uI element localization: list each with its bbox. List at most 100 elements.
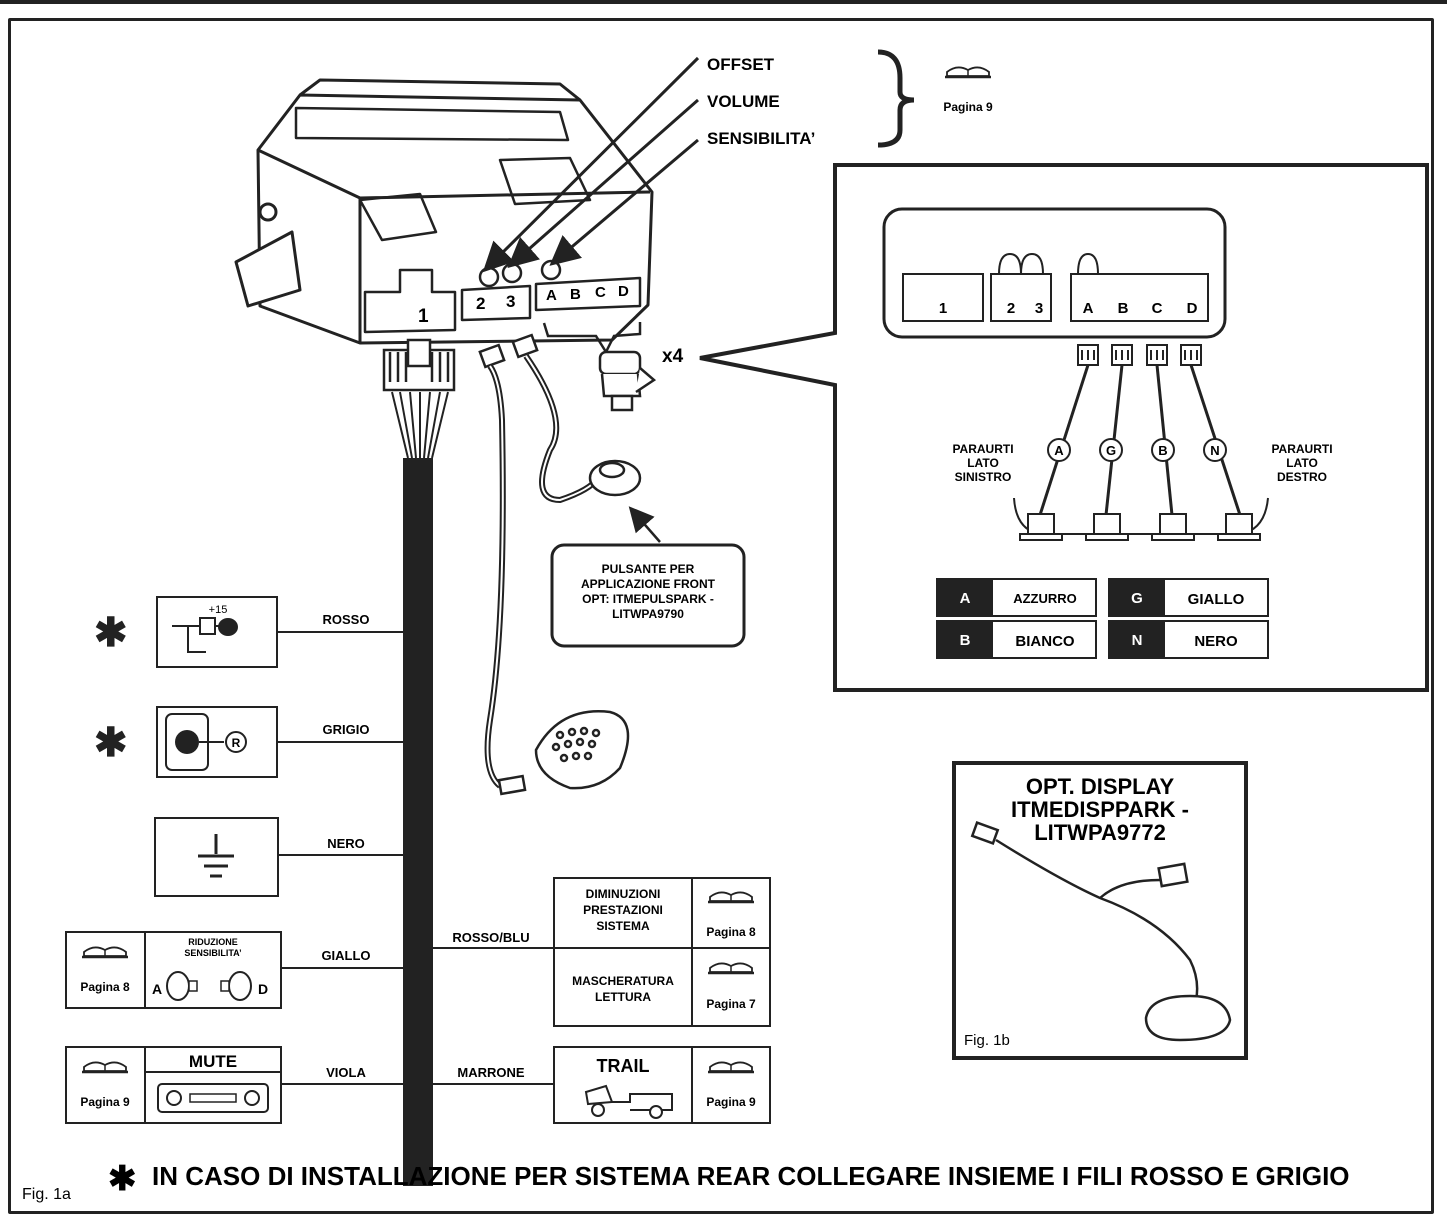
bumper-right-3: DESTRO: [1277, 470, 1327, 484]
bumper-left-1: PARAURTI: [952, 442, 1013, 456]
bumper-left-3: SINISTRO: [955, 470, 1012, 484]
top-rule: [0, 0, 1447, 4]
wire-letter-b: B: [1158, 443, 1167, 458]
bumper-right-1: PARAURTI: [1271, 442, 1332, 456]
mute-box: Pagina 9 MUTE: [65, 1046, 282, 1124]
buzzer-icon: [497, 710, 630, 796]
mute-title: MUTE: [189, 1052, 237, 1071]
brace-icon: [877, 49, 915, 148]
sensor-icon: [598, 350, 657, 412]
legend-code-b: B: [960, 632, 971, 649]
wire-rosso-blu: ROSSO/BLU: [452, 930, 529, 945]
riduzione-box: Pagina 8 RIDUZIONE SENSIBILITA’ A D: [65, 931, 282, 1009]
wire-letter-a: A: [1054, 443, 1064, 458]
wire-giallo: GIALLO: [321, 948, 370, 963]
fig-1a-label: Fig. 1a: [22, 1186, 71, 1203]
wire-viola: VIOLA: [326, 1065, 366, 1080]
button-cable: [523, 354, 601, 504]
front-button-icon: [588, 459, 642, 497]
key-icon: [218, 618, 238, 636]
sensor-wiring: [1013, 344, 1269, 541]
offset-label: OFFSET: [707, 55, 775, 74]
reverse-box: R: [156, 706, 278, 778]
mascheratura-2: LETTURA: [595, 990, 651, 1004]
footer-asterisk: ✱: [108, 1160, 137, 1198]
harness-connector: [382, 338, 456, 459]
display-title-1: OPT. DISPLAY: [1026, 774, 1175, 799]
legend-code-a: A: [960, 590, 971, 607]
button-arrow: [628, 506, 661, 543]
display-title-2: ITMEDISPPARK -: [1011, 797, 1189, 822]
mascheratura-1: MASCHERATURA: [572, 974, 674, 988]
unit-port-d: D: [618, 283, 629, 300]
asterisk-2: ✱: [94, 721, 128, 765]
bumper-left-2: LATO: [967, 456, 999, 470]
wire-grigio: GRIGIO: [323, 722, 370, 737]
bumper-right-2: LATO: [1286, 456, 1318, 470]
diminuzioni-box: DIMINUZIONI PRESTAZIONI SISTEMA Pagina 8…: [553, 877, 771, 1027]
diminuzioni-1: DIMINUZIONI: [586, 887, 661, 901]
trail-title: TRAIL: [597, 1056, 650, 1076]
sensor-qty: x4: [662, 346, 684, 367]
ignition-label: +15: [209, 604, 228, 616]
footer-note: IN CASO DI INSTALLAZIONE PER SISTEMA REA…: [152, 1161, 1350, 1191]
unit-port-1: 1: [418, 306, 429, 327]
wire-letter-g: G: [1106, 443, 1116, 458]
legend-code-n: N: [1132, 632, 1143, 649]
sensibilita-label: SENSIBILITA’: [707, 129, 815, 148]
wire-letter-n: N: [1210, 443, 1219, 458]
wire-nero: NERO: [327, 836, 365, 851]
zoom-port-b: B: [1118, 300, 1129, 317]
diminuzioni-3: SISTEMA: [596, 919, 650, 933]
color-legend: [936, 578, 1269, 659]
riduzione-pagina: Pagina 8: [80, 980, 130, 994]
callout-line-3: OPT: ITMEPULSPARK -: [582, 592, 714, 606]
zoom-port-2: 2: [1007, 300, 1015, 317]
unit-port-3: 3: [506, 292, 515, 311]
legend-name-n: NERO: [1194, 633, 1238, 650]
mute-pagina: Pagina 9: [80, 1095, 130, 1109]
riduzione-a: A: [152, 981, 162, 997]
reverse-gear-letter: R: [232, 736, 241, 750]
volume-label: VOLUME: [707, 92, 780, 111]
zoom-port-3: 3: [1035, 300, 1043, 317]
riduzione-d: D: [258, 981, 268, 997]
callout-line-2: APPLICAZIONE FRONT: [581, 577, 716, 591]
display-title-3: LITWPA9772: [1034, 820, 1166, 845]
unit-port-a: A: [546, 287, 557, 304]
trailer-icon: [584, 1084, 673, 1119]
setting-arrows: [482, 56, 700, 273]
settings-pagina: Pagina 9: [943, 100, 993, 114]
trail-pagina: Pagina 9: [706, 1095, 756, 1109]
diminuzioni-pagina: Pagina 8: [706, 925, 756, 939]
zoom-panel: [699, 163, 1429, 692]
zoom-port-a: A: [1083, 300, 1094, 317]
riduzione-title-1: RIDUZIONE: [188, 937, 238, 947]
zoom-port-d: D: [1187, 300, 1198, 317]
riduzione-title-2: SENSIBILITA’: [184, 948, 241, 958]
legend-name-b: BIANCO: [1015, 633, 1074, 650]
trail-box: TRAIL Pagina 9: [553, 1046, 771, 1124]
legend-name-a: AZZURRO: [1013, 591, 1077, 606]
main-harness-cable: [403, 458, 433, 1186]
wire-marrone: MARRONE: [457, 1065, 524, 1080]
callout-line-1: PULSANTE PER: [602, 562, 695, 576]
mascheratura-pagina: Pagina 7: [706, 997, 756, 1011]
control-unit: [234, 78, 654, 345]
asterisk-1: ✱: [94, 611, 128, 655]
diminuzioni-2: PRESTAZIONI: [583, 903, 663, 917]
button-callout: [550, 543, 746, 648]
unit-port-b: B: [570, 286, 581, 303]
figure-frame: [8, 18, 1434, 1214]
legend-code-g: G: [1131, 590, 1143, 607]
legend-name-g: GIALLO: [1188, 591, 1245, 608]
callout-line-4: LITWPA9790: [612, 607, 684, 621]
wire-rosso: ROSSO: [323, 612, 370, 627]
small-connectors: [478, 333, 539, 369]
book-icon: [943, 66, 993, 79]
display-harness-icon: [970, 821, 1232, 1042]
ground-box: [154, 817, 279, 897]
ignition-box: +15: [156, 596, 278, 668]
unit-port-2: 2: [476, 294, 485, 313]
